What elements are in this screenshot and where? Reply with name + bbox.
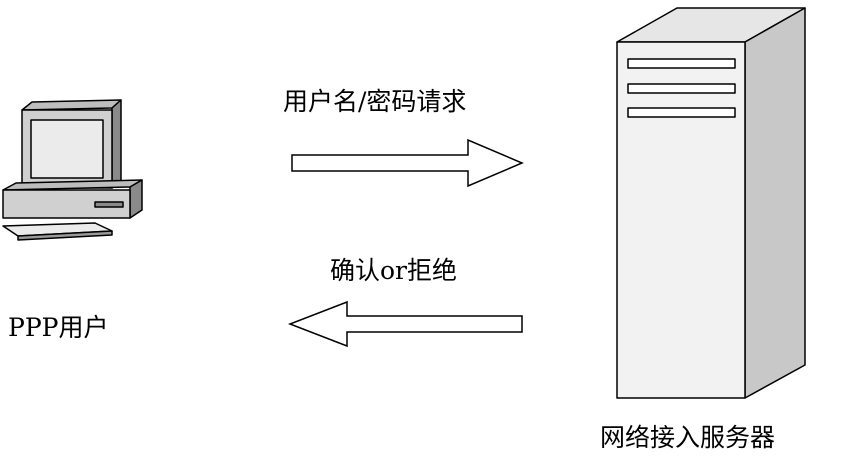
reply-label: 确认or拒绝 bbox=[330, 256, 458, 285]
network-access-server-label: 网络接入服务器 bbox=[600, 423, 776, 452]
tower-server-icon bbox=[616, 7, 806, 399]
ppp-user-label: PPP用户 bbox=[8, 313, 109, 342]
reply-arrow bbox=[287, 300, 523, 348]
desktop-computer-icon bbox=[2, 99, 143, 241]
request-arrow bbox=[291, 138, 524, 188]
request-label: 用户名/密码请求 bbox=[283, 87, 467, 116]
